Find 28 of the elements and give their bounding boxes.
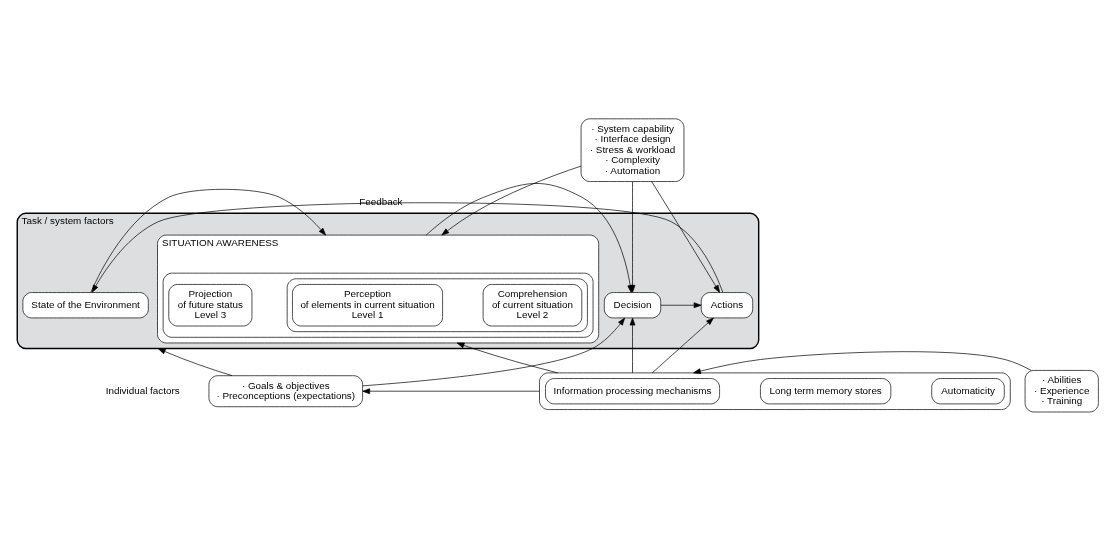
arrow xyxy=(90,188,326,293)
arrow xyxy=(362,317,626,387)
arrow xyxy=(441,165,582,236)
arrow xyxy=(157,348,233,376)
node-box: · Abilities · Experience · Training xyxy=(1024,370,1099,413)
cluster xyxy=(286,278,588,332)
node-box: Information processing mechanisms xyxy=(545,378,720,405)
node-box: Projection of future status Level 3 xyxy=(168,284,253,327)
node-box: Decision xyxy=(604,292,662,319)
node-box: · Goals & objectives · Preconceptions (expectations) xyxy=(208,375,363,408)
node-box: Automaticity xyxy=(931,378,1005,405)
node-box: State of the Environment xyxy=(22,292,149,319)
arrow xyxy=(456,342,559,374)
label: Individual factors xyxy=(105,384,180,396)
arrow xyxy=(362,388,540,395)
arrow xyxy=(660,302,702,309)
node-box: Long term memory stores xyxy=(760,378,892,405)
arrow xyxy=(629,317,636,374)
edge-label: Feedback xyxy=(359,195,403,207)
arrow xyxy=(651,317,714,374)
cluster xyxy=(162,272,594,338)
arrow xyxy=(651,181,720,293)
node-box: · System capability · Interface design · Stress & workload · Complexity · Automation xyxy=(580,118,685,182)
node-box: Comprehension of current situation Level 2 xyxy=(482,284,583,327)
cluster xyxy=(539,372,1011,410)
node-box: Perception of elements in current situation Level 1 xyxy=(292,284,443,327)
arrow xyxy=(693,351,1032,374)
node-box: Actions xyxy=(700,292,754,319)
